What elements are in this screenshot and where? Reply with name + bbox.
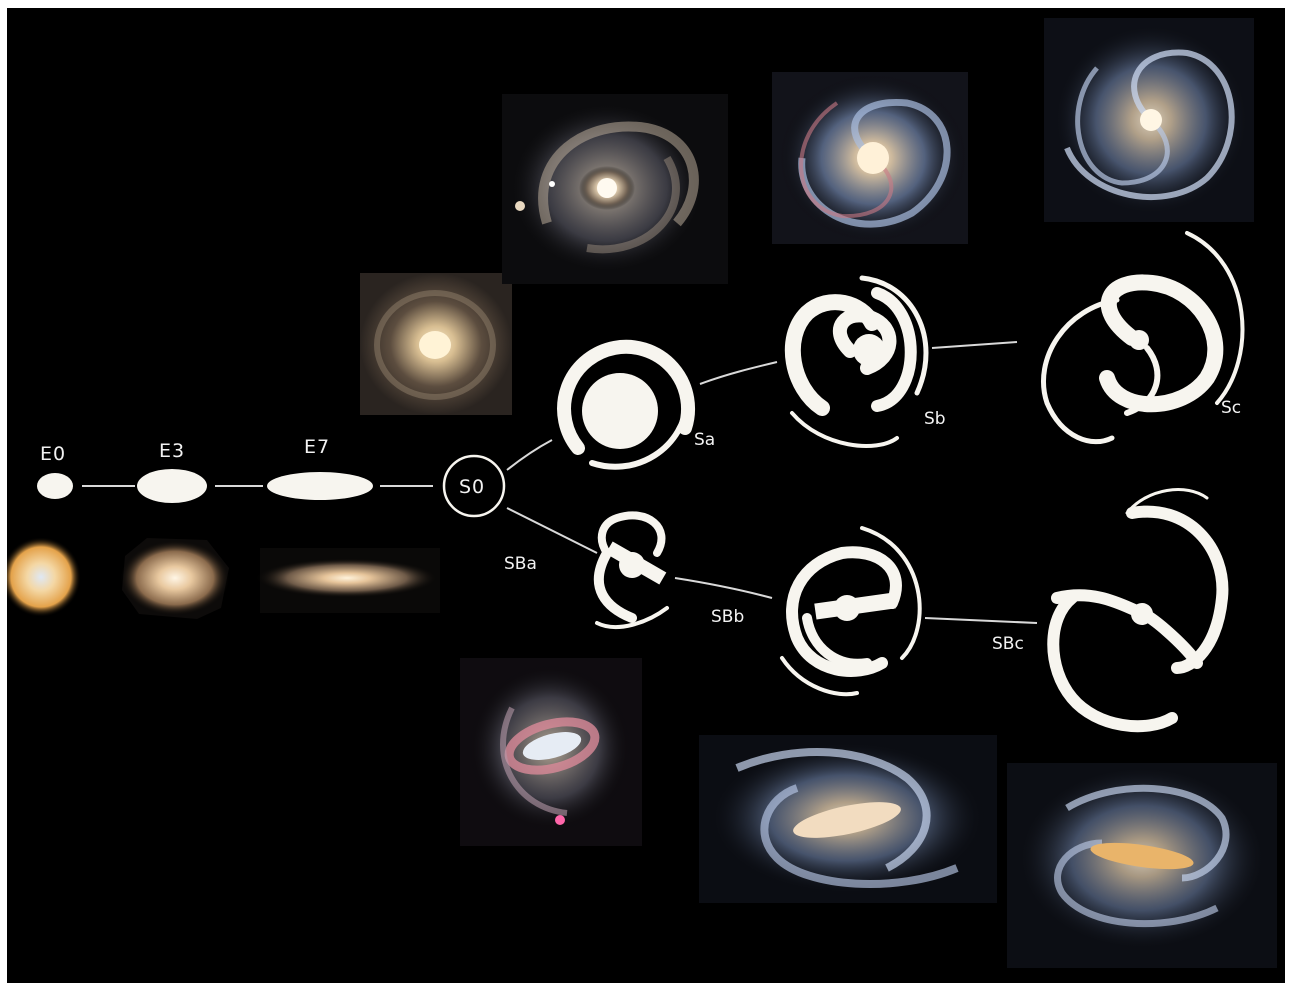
sbc-galaxy-photo xyxy=(1007,763,1277,968)
e7-symbol xyxy=(267,472,373,500)
sbb-galaxy-photo xyxy=(699,735,997,903)
label-s0: S0 xyxy=(459,476,485,498)
label-sb: Sb xyxy=(924,409,946,429)
e3-galaxy-photo xyxy=(120,538,230,619)
sbb-symbol xyxy=(782,528,920,694)
diagram-canvas: E0 E3 E7 S0 Sa Sb Sc SBa SBb SBc xyxy=(7,8,1285,983)
sa-symbol xyxy=(564,347,688,467)
sb-galaxy-photo xyxy=(772,72,968,244)
label-e3: E3 xyxy=(159,440,185,462)
sc-symbol xyxy=(1043,233,1242,442)
label-sc: Sc xyxy=(1221,398,1241,418)
sa-galaxy-photo xyxy=(502,94,728,284)
label-e0: E0 xyxy=(40,443,66,465)
sba-symbol xyxy=(597,515,667,627)
label-e7: E7 xyxy=(304,436,330,458)
sba-galaxy-photo xyxy=(460,658,642,846)
label-sbc: SBc xyxy=(992,634,1024,654)
e7-galaxy-photo xyxy=(255,548,440,613)
label-sba: SBa xyxy=(504,554,537,574)
e3-symbol xyxy=(137,469,207,503)
label-sbb: SBb xyxy=(711,607,744,627)
label-sa: Sa xyxy=(694,430,715,450)
e0-galaxy-photo xyxy=(7,537,81,617)
sc-galaxy-photo xyxy=(1044,18,1254,222)
sbc-symbol xyxy=(1053,490,1222,727)
sb-symbol xyxy=(792,278,926,446)
s0-galaxy-photo xyxy=(360,273,512,415)
tuning-fork-diagram: E0 E3 E7 S0 Sa Sb Sc SBa SBb SBc xyxy=(7,8,1285,983)
e0-symbol xyxy=(37,473,73,499)
